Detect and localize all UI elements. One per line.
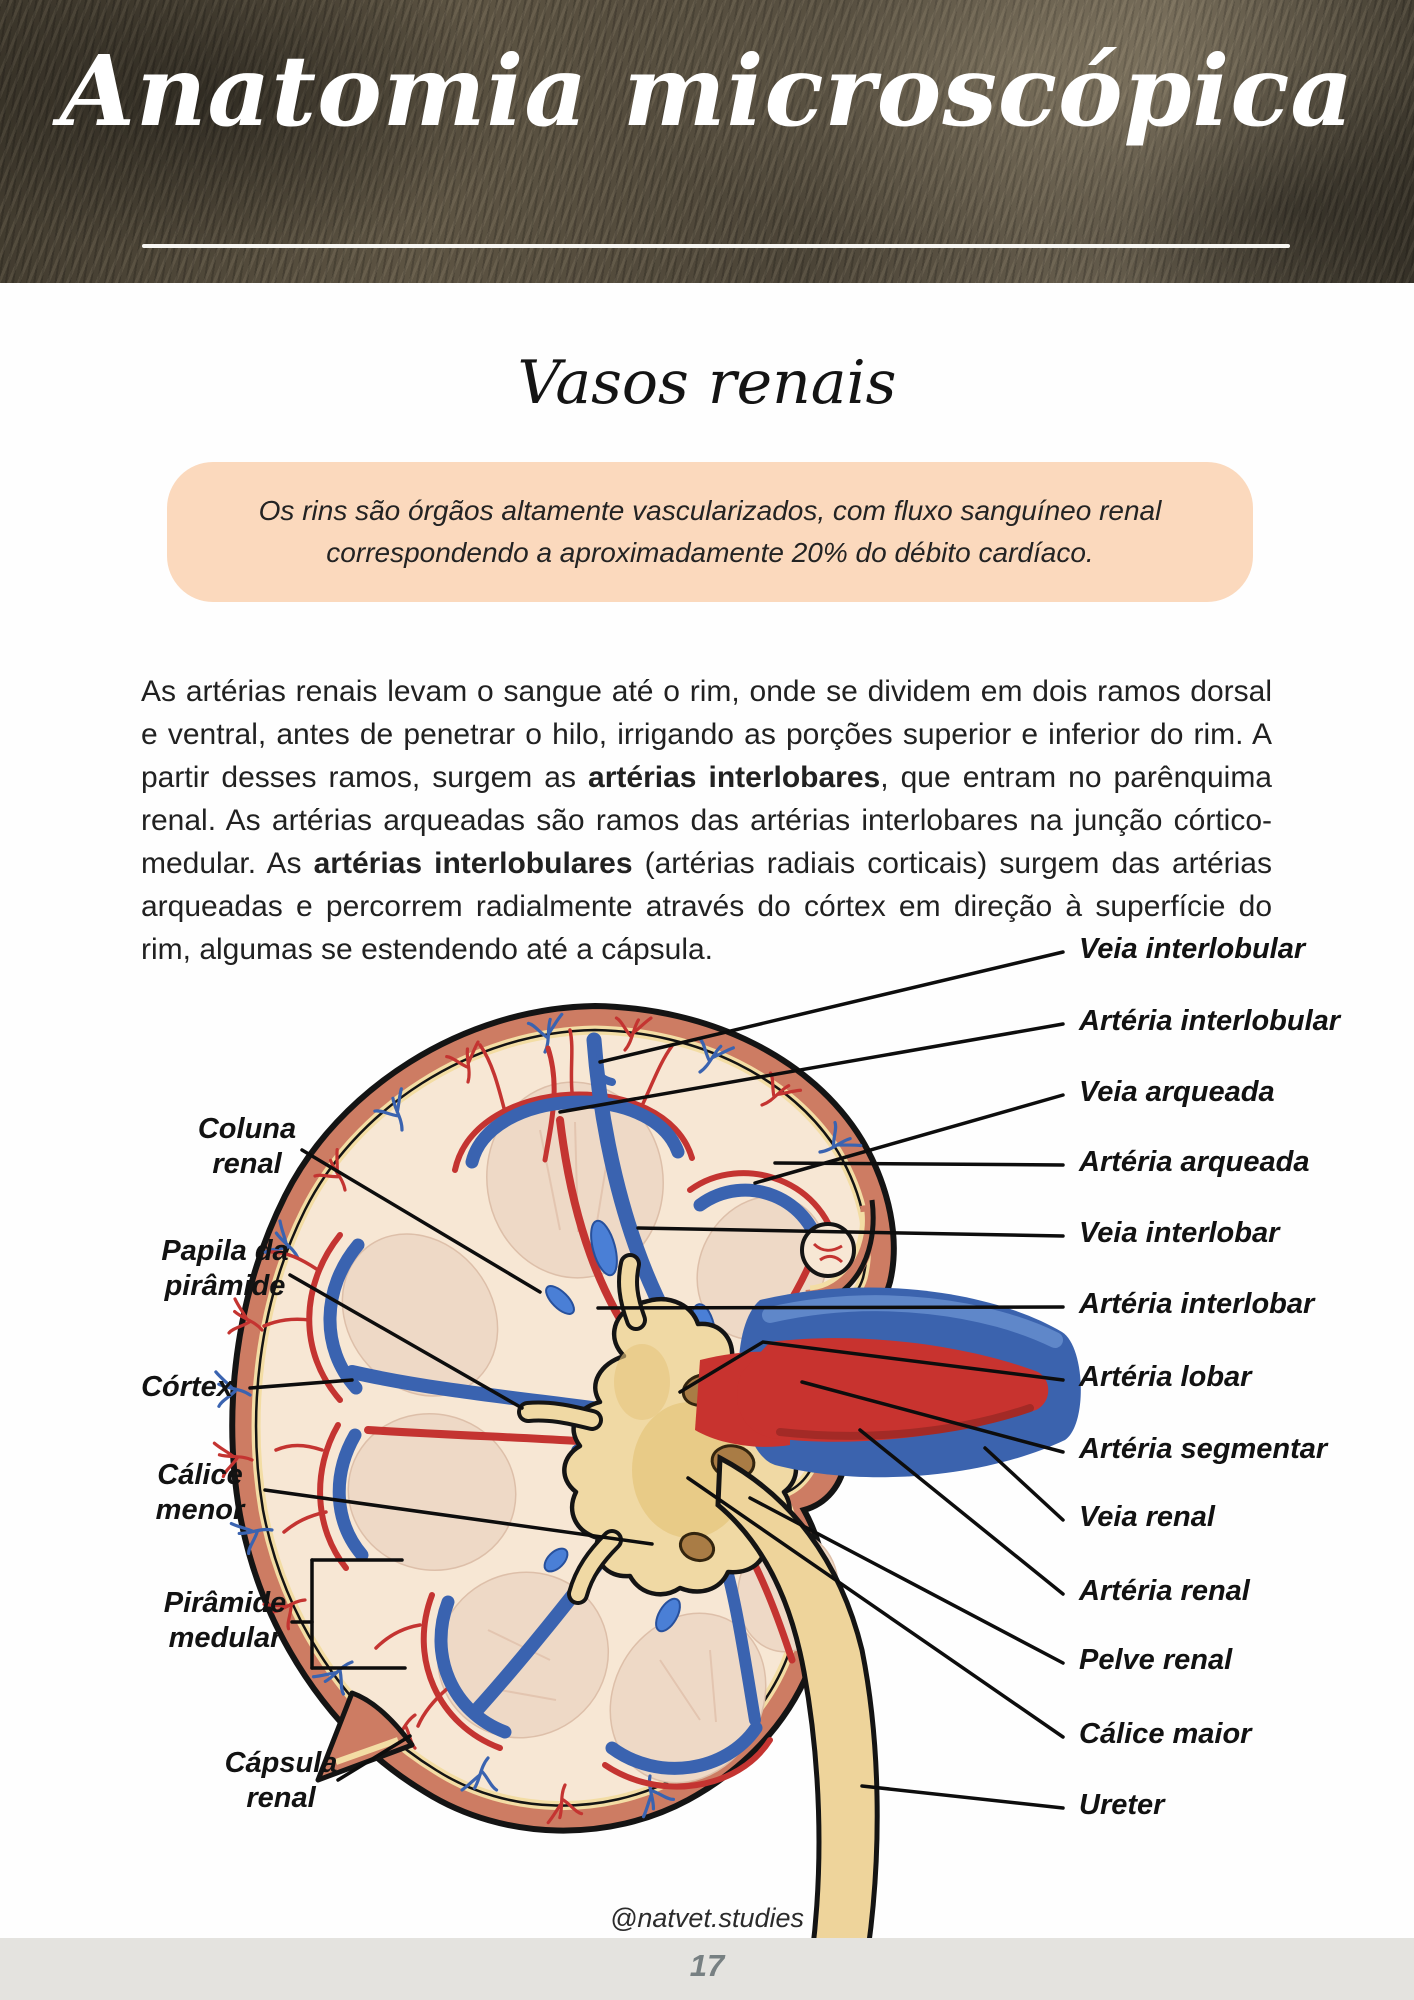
label-line: pirâmide [164,1270,286,1302]
label-piramide-medular: Pirâmide medular [130,1586,320,1656]
label-arteria-interlobar: Artéria interlobar [1079,1288,1315,1320]
leader-arteria-lobar [678,1340,1065,1394]
leader-veia-interlobar [636,1226,1065,1238]
label-veia-arqueada: Veia arqueada [1079,1076,1275,1108]
leader-veia-interlobular [598,950,1065,1064]
leader-veia-arqueada [753,1093,1065,1185]
leader-calice-menor [263,1488,654,1546]
label-line: renal [246,1782,316,1814]
header-underline [142,244,1290,248]
section-title: Vasos renais [517,348,897,418]
leader-arteria-renal [858,1428,1065,1596]
label-line: Papila da [161,1235,289,1267]
label-line: Pirâmide [163,1587,287,1619]
sinus-fat [678,1373,756,1563]
social-handle: @natvet.studies [609,1903,804,1933]
leader-papila [288,1273,524,1410]
leader-cortex [248,1378,354,1390]
label-calice-menor: Cálice menor [105,1458,295,1528]
body-paragraph: As artérias renais levam o sangue até o … [141,670,1272,971]
leader-coluna-renal [300,1148,542,1294]
label-pelve-renal: Pelve renal [1079,1644,1233,1676]
label-arteria-interlobular: Artéria interlobular [1079,1005,1341,1037]
label-line: medular [168,1622,282,1654]
label-arteria-segmentar: Artéria segmentar [1079,1433,1328,1465]
leader-arteria-interlobar [596,1305,1065,1310]
label-veia-interlobular: Veia interlobular [1079,933,1306,965]
label-line: Cálice [157,1459,243,1491]
label-papila-da-piramide: Papila da pirâmide [130,1234,320,1304]
leader-arteria-interlobular [558,1022,1065,1114]
label-coluna-renal: Coluna renal [152,1112,342,1182]
bracket-piramide-medular [290,1558,407,1670]
paragraph-part: As artérias renais levam o sangue até o … [141,675,1272,794]
pelvis-shading [614,1344,670,1420]
label-arteria-renal: Artéria renal [1079,1575,1250,1607]
leader-calice-maior [686,1476,1065,1739]
label-capsula-renal: Cápsula renal [186,1746,376,1816]
label-line: Cápsula [224,1747,338,1779]
label-arteria-arqueada: Artéria arqueada [1079,1146,1310,1178]
renal-artery-tube [737,1338,1049,1442]
paragraph-part: (artérias radiais corticais) surgem das … [141,847,1272,966]
page-number: 17 [689,1948,725,1983]
label-ureter: Ureter [1079,1789,1165,1821]
label-line: renal [212,1148,282,1180]
label-arteria-lobar: Artéria lobar [1079,1361,1252,1393]
paragraph-bold: artérias interlobares [588,761,881,794]
leader-lines [248,950,1065,1810]
artery-shading [776,1404,1034,1440]
capsule-flap [315,1690,415,1783]
label-line: Córtex [141,1371,233,1403]
footer-bar [0,1938,1414,2000]
paragraph-part: , que entram no parênquima renal. As art… [141,761,1272,880]
leader-arteria-segmentar [800,1380,1065,1454]
leader-ureter [860,1784,1065,1810]
label-line: Coluna [197,1113,297,1145]
callout-text: Os rins são órgãos altamente vasculariza… [258,495,1162,568]
label-cortex: Córtex [92,1370,282,1405]
label-calice-maior: Cálice maior [1079,1718,1252,1750]
header-banner: Anatomia microscópica [0,0,1414,283]
label-veia-interlobar: Veia interlobar [1079,1217,1280,1249]
label-veia-renal: Veia renal [1079,1501,1215,1533]
page-title: Anatomia microscópica [59,34,1355,148]
calyces [517,1253,647,1605]
leader-arteria-arqueada [773,1161,1065,1167]
paragraph-bold: artérias interlobulares [313,847,633,880]
leader-veia-renal [983,1446,1065,1522]
label-line: menor [155,1494,245,1526]
callout-box: Os rins são órgãos altamente vasculariza… [167,462,1253,602]
leader-capsula-renal [336,1734,412,1782]
leader-pelve-renal [748,1496,1065,1665]
